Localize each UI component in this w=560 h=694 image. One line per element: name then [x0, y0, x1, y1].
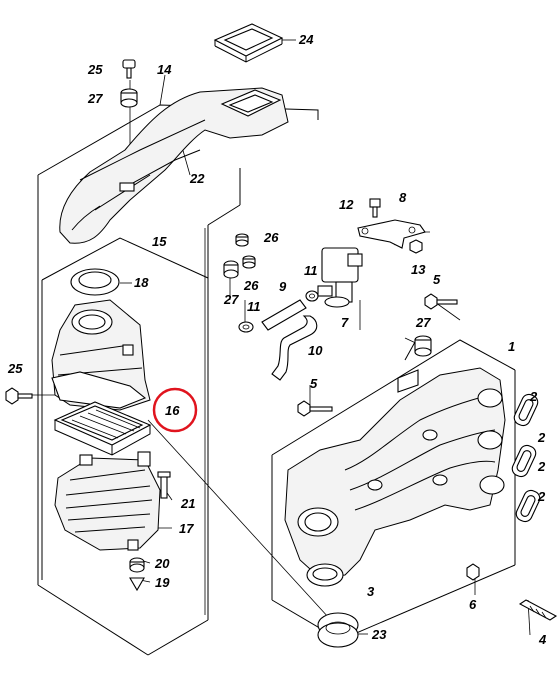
callout-27-top: 27 — [87, 91, 103, 106]
callout-labels: 24 25 14 27 22 15 18 25 16 21 17 20 19 2… — [7, 32, 547, 647]
part-10-hose — [271, 315, 318, 381]
callout-12: 12 — [339, 197, 354, 212]
callout-27-right: 27 — [415, 315, 431, 330]
part-26-grommet-b — [242, 255, 256, 269]
part-3-o-ring — [306, 563, 344, 587]
callout-16: 16 — [165, 403, 180, 418]
part-13-nut — [409, 239, 423, 254]
part-18-ring — [70, 268, 132, 296]
part-24-seal — [213, 23, 296, 63]
part-4-stud — [518, 599, 558, 621]
callout-21: 21 — [180, 496, 195, 511]
callout-19: 19 — [155, 575, 170, 590]
callout-5-center: 5 — [310, 376, 318, 391]
callout-2-d: 2 — [537, 489, 546, 504]
callout-2-c: 2 — [537, 459, 546, 474]
callout-6: 6 — [469, 597, 477, 612]
part-23-seal — [317, 612, 368, 648]
callout-17: 17 — [179, 521, 194, 536]
callout-4: 4 — [538, 632, 547, 647]
part-15-cleaner-case — [51, 299, 151, 411]
callout-14: 14 — [157, 62, 172, 77]
callout-10: 10 — [308, 343, 323, 358]
highlight-circle — [152, 387, 198, 433]
callout-2-a: 2 — [529, 389, 538, 404]
part-21-screw — [157, 471, 171, 499]
callout-18: 18 — [134, 275, 149, 290]
callout-11-right: 11 — [304, 263, 318, 278]
part-14-upper-duct — [59, 87, 289, 244]
part-27-grommet-mid — [223, 260, 239, 279]
part-2-gaskets — [511, 393, 541, 523]
part-1-intake-manifold — [284, 341, 506, 579]
callout-13: 13 — [411, 262, 426, 277]
callout-2-b: 2 — [537, 430, 546, 445]
callout-23: 23 — [371, 627, 387, 642]
part-9-hose — [261, 299, 307, 331]
callout-24: 24 — [298, 32, 314, 47]
part-11-clamp-left — [238, 321, 254, 333]
callout-9: 9 — [279, 279, 287, 294]
callout-26-b: 26 — [243, 278, 259, 293]
part-5-bolt-center — [297, 400, 333, 417]
part-26-grommet-a — [235, 233, 249, 247]
callout-1: 1 — [508, 339, 515, 354]
part-27-grommet-right — [414, 335, 432, 357]
part-27-grommet-top — [120, 88, 138, 108]
part-12-bolt — [369, 198, 381, 218]
part-8-bracket — [357, 219, 426, 249]
part-17-lower-case — [54, 451, 161, 551]
part-6-nut — [466, 563, 480, 581]
callout-5-right: 5 — [433, 272, 441, 287]
callout-7: 7 — [341, 315, 349, 330]
part-11-clamp-right — [305, 290, 319, 302]
callout-3: 3 — [367, 584, 375, 599]
part-20-clip — [129, 557, 145, 573]
part-7-valve — [317, 247, 363, 308]
callout-25-top: 25 — [87, 62, 103, 77]
callout-20: 20 — [154, 556, 170, 571]
part-19-drain — [129, 577, 145, 592]
part-25-bolt-left — [5, 387, 33, 405]
part-16-filter-element — [53, 401, 152, 456]
callout-8: 8 — [399, 190, 407, 205]
callout-25-left: 25 — [7, 361, 23, 376]
part-25-bolt-top — [122, 59, 136, 79]
part-5-bolt-right — [424, 293, 458, 310]
callout-27-mid: 27 — [223, 292, 239, 307]
callout-11-left: 11 — [247, 299, 261, 314]
callout-15: 15 — [152, 234, 167, 249]
callout-26-a: 26 — [263, 230, 279, 245]
callout-22: 22 — [189, 171, 205, 186]
